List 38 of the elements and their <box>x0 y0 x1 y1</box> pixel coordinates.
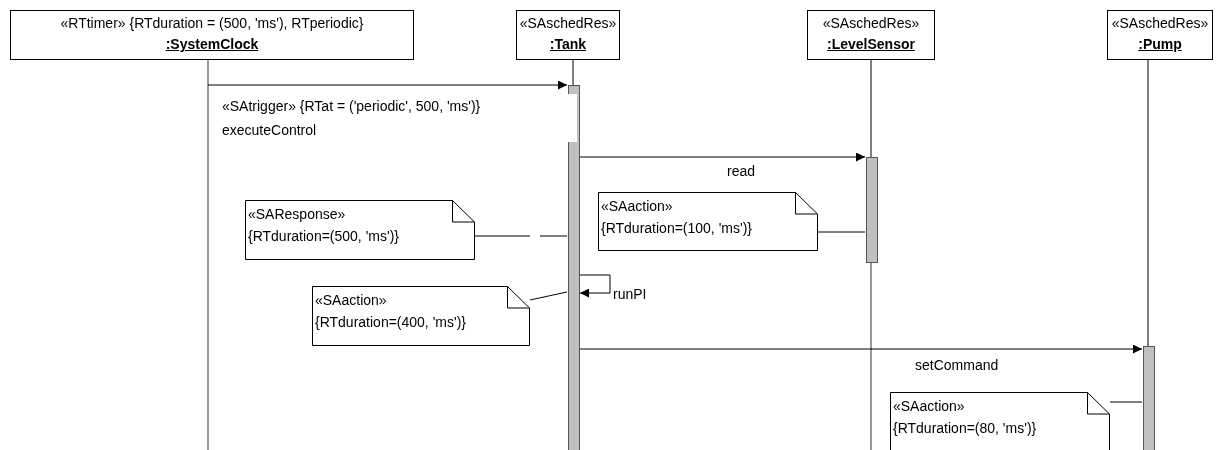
object-head-box <box>516 10 620 60</box>
note-connector <box>817 231 866 233</box>
stereotype-label: «SAaction» <box>893 397 965 416</box>
object-head-box <box>807 10 935 60</box>
note <box>245 200 475 260</box>
object-head-box <box>1107 10 1213 60</box>
message-arrow <box>207 80 568 90</box>
stereotype-label: «SAschedRes» <box>519 14 617 33</box>
note-connector <box>1109 401 1143 403</box>
activation-bar <box>866 157 878 263</box>
note-connector <box>474 235 568 237</box>
stereotype-label: «SAschedRes» <box>1111 14 1209 33</box>
stereotype-label: «SAaction» <box>601 197 673 216</box>
stereotype-label: «SAaction» <box>315 291 387 310</box>
object-name: :Tank <box>549 35 587 54</box>
stereotype-label: «SAResponse» <box>248 205 346 224</box>
object-name: :Pump <box>1138 35 1182 54</box>
object-name: :LevelSensor <box>827 35 915 54</box>
message-arrow <box>579 152 866 162</box>
constraint-label: {RTduration=(400, 'ms')} <box>315 313 466 332</box>
activation-bar <box>1143 346 1155 450</box>
stereotype-label: «RTtimer» {RTduration = (500, 'ms'), RTperiodic} <box>60 14 364 33</box>
lifeline <box>1147 59 1149 347</box>
note <box>890 392 1110 450</box>
constraint-label: {RTduration=(100, 'ms')} <box>601 219 752 238</box>
note <box>598 192 818 251</box>
constraint-label: {RTduration=(500, 'ms')} <box>248 227 399 246</box>
message-arrow <box>579 344 1143 354</box>
note <box>312 286 530 346</box>
constraint-label: {RTduration=(80, 'ms')} <box>893 419 1037 438</box>
message-label: «SAtrigger» {RTat = ('periodic', 500, 'ms')} executeControl <box>222 94 577 142</box>
lifeline <box>870 59 872 158</box>
object-head-box <box>10 10 414 60</box>
object-name: :SystemClock <box>165 35 259 54</box>
stereotype-label: «SAschedRes» <box>822 14 920 33</box>
note-connector <box>529 291 568 301</box>
lifeline <box>572 59 574 86</box>
message-arrow <box>579 274 611 298</box>
